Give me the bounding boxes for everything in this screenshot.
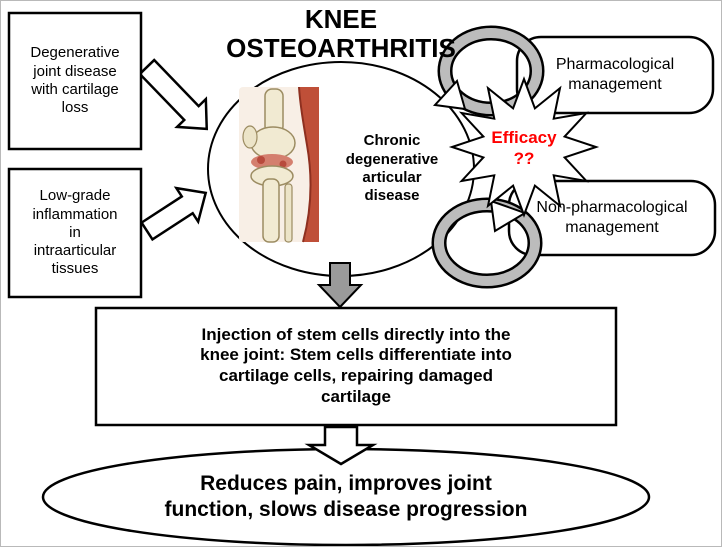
arrow-central-to-injection xyxy=(316,262,364,309)
knee-joint-image xyxy=(239,86,319,243)
arrow-injection-to-outcome xyxy=(304,425,378,466)
pharmacological-box-shape xyxy=(515,35,715,115)
degenerative-box-shape xyxy=(7,11,143,151)
efficacy-starburst-shape xyxy=(448,76,600,218)
inflammation-box-shape xyxy=(7,167,143,299)
injection-box-shape xyxy=(94,306,618,427)
cycle-arrow-bottom-icon xyxy=(431,197,543,289)
outcome-ellipse-shape xyxy=(41,447,651,546)
arrow-degenerative-to-central xyxy=(138,58,209,131)
arrow-inflammation-to-central xyxy=(139,186,208,242)
cycle-arrow-top-icon xyxy=(432,25,545,117)
